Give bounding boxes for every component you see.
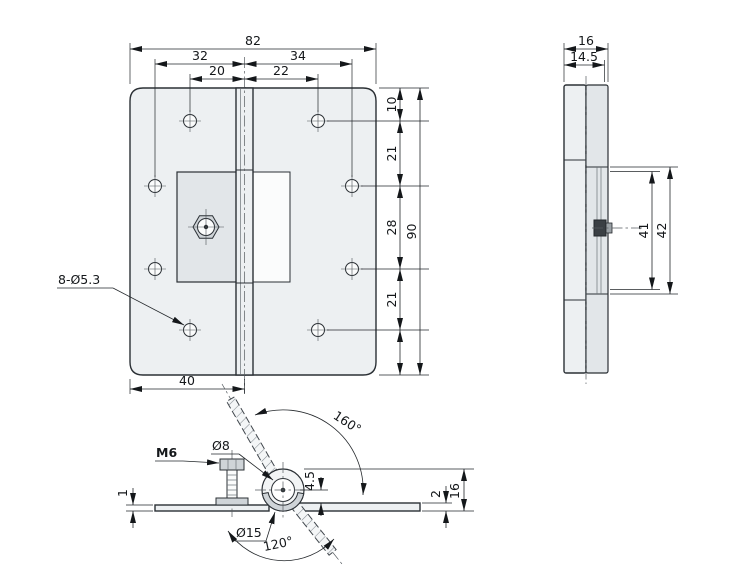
side-top-dimensions: 16 14.5 (563, 33, 609, 82)
section-bolt-assembly (215, 450, 249, 517)
front-dim-inner-left: 20 (209, 63, 225, 78)
front-dim-row1: 10 (384, 97, 399, 113)
front-dim-inner-right: 22 (273, 63, 289, 78)
side-dim-total-depth: 16 (578, 33, 594, 48)
knuckle-dia-label: Ø15 (236, 525, 262, 540)
side-dim-knuckle-inner: 41 (636, 223, 651, 239)
front-knuckle-plate (252, 171, 291, 283)
front-dim-row3: 28 (384, 220, 399, 236)
front-view: 82 32 34 20 22 10 (57, 33, 429, 394)
section-linear-dimensions: 4.5 1 2 16 (115, 468, 474, 528)
front-right-dimensions: 10 21 28 21 90 (327, 87, 429, 376)
side-dim-inner-depth: 14.5 (570, 49, 598, 64)
front-dim-total-width: 82 (245, 33, 261, 48)
mounting-holes (144, 110, 363, 341)
dim-pivot-offset: 4.5 (302, 471, 317, 491)
section-left-leaf (154, 504, 270, 512)
holes-leader: 8-Ø5.3 (57, 272, 185, 326)
front-dim-left-columns: 32 (192, 48, 208, 63)
front-dim-row4: 21 (384, 292, 399, 308)
dim-fold-angle: 120° (262, 533, 295, 554)
section-view: 160° 120° M6 Ø8 Ø15 4.5 (115, 383, 474, 565)
front-top-dimensions: 82 32 34 20 22 (129, 33, 377, 177)
front-right-leaf (244, 87, 377, 376)
pin-dia-label: Ø8 (212, 438, 230, 453)
section-leaders: M6 Ø8 Ø15 (155, 438, 276, 542)
front-dim-row2: 21 (384, 146, 399, 162)
side-dim-knuckle-outer: 42 (654, 223, 669, 239)
side-left-leaf (563, 84, 587, 374)
dim-open-angle: 160° (331, 408, 364, 437)
side-view: 16 14.5 41 42 (563, 33, 678, 384)
front-dim-total-height: 90 (404, 224, 419, 240)
side-right-dimensions: 41 42 (610, 166, 678, 295)
front-dim-right-columns: 34 (290, 48, 306, 63)
thread-label: M6 (156, 445, 177, 460)
front-dim-base-width: 40 (179, 373, 195, 388)
front-bottom-dimension: 40 (129, 373, 245, 394)
front-nut (188, 209, 224, 245)
dim-leaf1-thickness: 1 (115, 489, 130, 497)
dim-profile-height: 16 (447, 483, 462, 499)
dim-leaf2-thickness: 2 (428, 490, 443, 498)
holes-note-label: 8-Ø5.3 (58, 272, 100, 287)
section-right-leaf (295, 502, 421, 512)
